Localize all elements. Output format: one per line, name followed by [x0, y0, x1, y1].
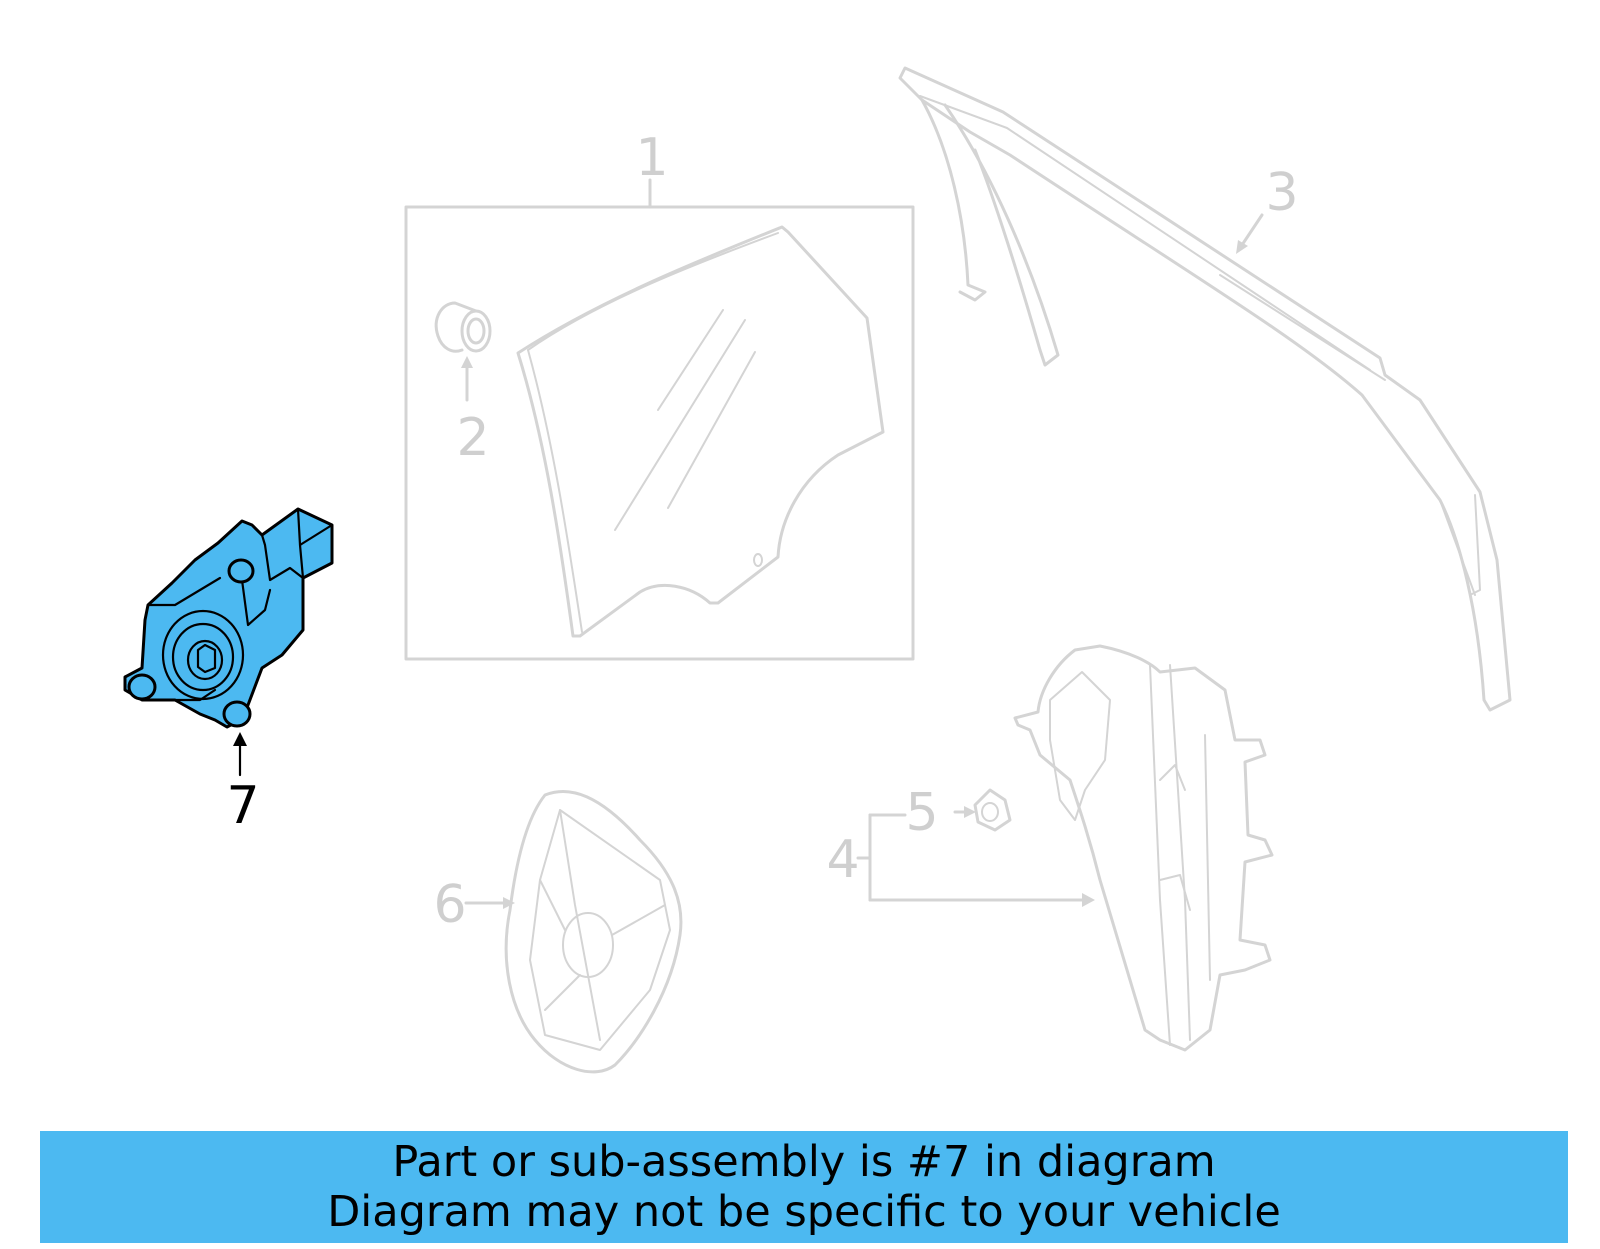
part-2-grommet[interactable]	[434, 301, 492, 402]
part-7-window-motor[interactable]	[123, 507, 334, 777]
part-5-nut[interactable]	[953, 788, 1012, 832]
callout-3: 3	[1265, 163, 1298, 223]
callout-6: 6	[433, 875, 466, 935]
callout-4: 4	[826, 830, 859, 890]
banner-line-1: Part or sub-assembly is #7 in diagram	[392, 1137, 1216, 1187]
banner-line-2: Diagram may not be specific to your vehi…	[327, 1187, 1281, 1237]
part-1-door-glass[interactable]	[404, 178, 915, 661]
callout-2: 2	[456, 408, 489, 468]
part-3-run-channel[interactable]	[898, 66, 1512, 712]
callout-7: 7	[226, 776, 259, 836]
part-6-trim-panel[interactable]	[464, 790, 683, 1074]
callout-4-arrowhead	[1082, 893, 1095, 907]
callout-1: 1	[635, 128, 668, 188]
part-4-window-regulator[interactable]	[1013, 644, 1274, 1052]
info-banner: Part or sub-assembly is #7 in diagram Di…	[40, 1131, 1568, 1243]
callout-5: 5	[905, 783, 938, 843]
